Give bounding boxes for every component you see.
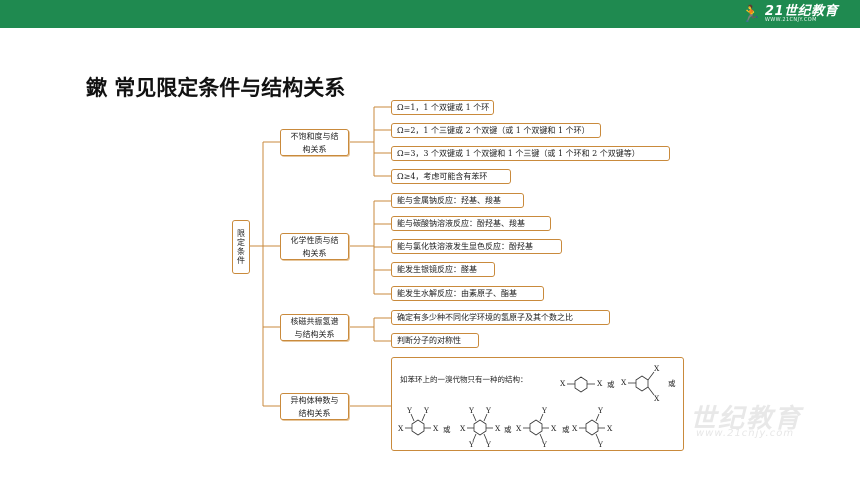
header-bar: 🏃 21世纪教育 WWW.21CNJY.COM	[0, 0, 860, 28]
sub-label-x: X	[560, 379, 566, 388]
benzene-ring-row2-3	[523, 413, 549, 442]
chemical-property-item: 能与碳酸钠溶液反应：酚羟基、羧基	[391, 216, 551, 231]
sub-label-x: X	[607, 424, 613, 433]
category-nmr: 核磁共振氢谱与结构关系	[280, 314, 349, 341]
or-text: 或	[504, 425, 512, 434]
unsaturation-item: Ω=2，1 个三键或 2 个双键（或 1 个双键和 1 个环）	[391, 123, 601, 138]
chemical-property-item: 能与金属钠反应：羟基、羧基	[391, 193, 524, 208]
sub-label-y: Y	[542, 440, 547, 449]
logo-text: 21世纪教育	[764, 4, 838, 19]
sub-label-y: Y	[542, 406, 547, 415]
benzene-ring-row2-4	[579, 413, 605, 442]
logo-text-group: 21世纪教育 WWW.21CNJY.COM	[765, 5, 838, 23]
sub-label-y: Y	[598, 406, 603, 415]
watermark-url: www.21cnjy.com	[696, 428, 795, 439]
sub-label-x: X	[597, 379, 603, 388]
sub-label-y: Y	[407, 406, 412, 415]
or-text: 或	[607, 380, 615, 389]
benzene-ring-para	[567, 376, 595, 393]
nmr-item: 判断分子的对称性	[391, 333, 479, 348]
sub-label-x: X	[433, 424, 439, 433]
or-text: 或	[443, 425, 451, 434]
logo-subtext: WWW.21CNJY.COM	[764, 17, 817, 23]
sub-label-x: X	[398, 424, 404, 433]
category-chemical-properties: 化学性质与结构关系	[280, 233, 349, 260]
runner-icon: 🏃	[740, 4, 761, 23]
chemical-property-item: 能发生银镜反应：醛基	[391, 262, 495, 277]
unsaturation-item: Ω≥4，考虑可能含有苯环	[391, 169, 511, 184]
sub-label-x: X	[495, 424, 501, 433]
sub-label-y: Y	[469, 440, 474, 449]
page-title: 鏉 常见限定条件与结构关系	[86, 76, 346, 100]
sub-label-y: Y	[486, 440, 491, 449]
sub-label-y: Y	[598, 440, 603, 449]
root-node: 限定条件	[232, 220, 250, 274]
isomer-structures-box: 如苯环上的一溴代物只有一种的结构：	[391, 357, 684, 451]
sub-label-x: X	[516, 424, 522, 433]
sub-label-y: Y	[424, 406, 429, 415]
benzene-ring-row2-2	[467, 413, 493, 442]
or-text: 或	[562, 425, 570, 434]
benzene-ring-trisubstituted	[628, 371, 655, 396]
category-unsaturation: 不饱和度与结构关系	[280, 129, 349, 156]
sub-label-x: X	[654, 364, 660, 373]
category-isomers: 异构体种数与结构关系	[280, 393, 349, 420]
nmr-item: 确定有多少种不同化学环境的氢原子及其个数之比	[391, 310, 610, 325]
sub-label-y: Y	[469, 406, 474, 415]
sub-label-y: Y	[486, 406, 491, 415]
sub-label-x: X	[551, 424, 557, 433]
sub-label-x: X	[654, 394, 660, 403]
sub-label-x: X	[572, 424, 578, 433]
watermark-logo: 世纪教育	[690, 404, 803, 434]
sub-label-x: X	[621, 378, 627, 387]
isomer-description: 如苯环上的一溴代物只有一种的结构：	[400, 375, 528, 384]
or-text: 或	[668, 379, 676, 388]
sub-label-x: X	[460, 424, 466, 433]
benzene-ring-row2-1	[405, 413, 431, 436]
chemical-property-item: 能与氯化铁溶液发生显色反应：酚羟基	[391, 239, 562, 254]
unsaturation-item: Ω=3，3 个双键或 1 个双键和 1 个三键（或 1 个环和 2 个双键等）	[391, 146, 670, 161]
site-logo[interactable]: 🏃 21世纪教育 WWW.21CNJY.COM	[741, 3, 838, 25]
chemical-property-item: 能发生水解反应：由素原子、酯基	[391, 286, 544, 301]
unsaturation-item: Ω=1，1 个双键或 1 个环	[391, 100, 494, 115]
